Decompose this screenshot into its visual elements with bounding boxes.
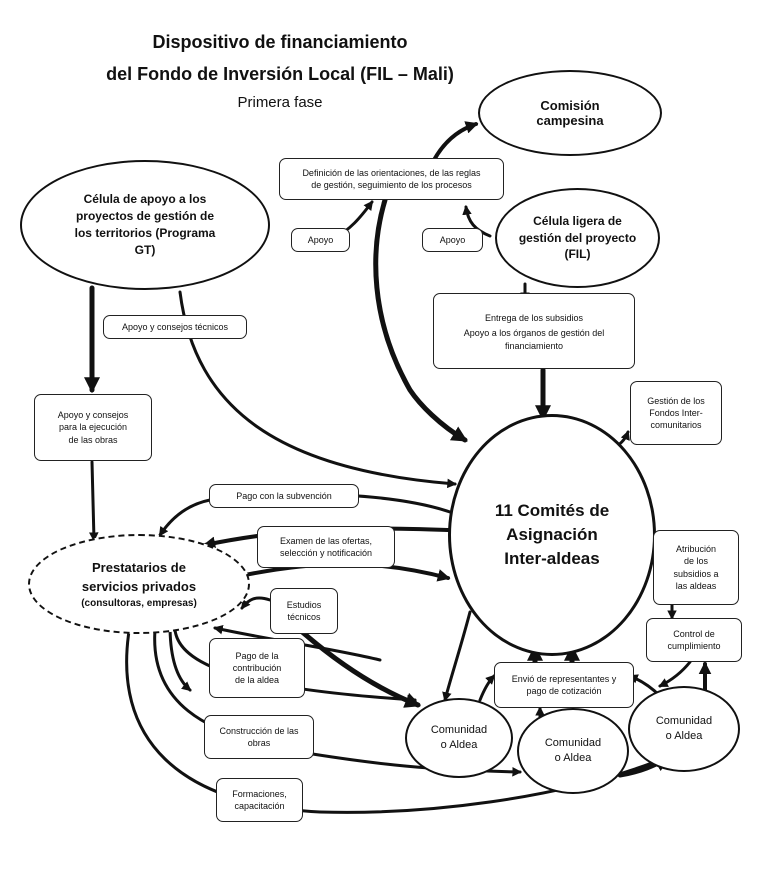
page-title-line2: del Fondo de Inversión Local (FIL – Mali… <box>106 64 454 84</box>
box-apoyo-left-label: Apoyo <box>307 234 334 245</box>
box-apoyo-tecnicos-label: Apoyo y consejos técnicos <box>121 321 229 332</box>
arrow-estudios-to-comunidad <box>297 627 421 708</box>
node-celula-apoyo-label: Célula de apoyo a los proyectos de gesti… <box>74 192 216 257</box>
box-atribucion-subsidios: Atribución de los subsidios a las aldeas <box>653 530 739 605</box>
box-construccion-obras: Construcción de las obras <box>204 715 314 759</box>
node-celula-ligera-label: Célula ligera de gestión del proyecto (F… <box>518 213 637 262</box>
arrow-definicion-to-comision <box>432 121 479 162</box>
box-entrega-label-2: Apoyo a los órganos de gestión del finan… <box>463 328 605 351</box>
box-apoyo-left: Apoyo <box>291 228 350 252</box>
page-title-line1: Dispositivo de financiamiento <box>152 32 408 52</box>
box-definicion-orientaciones: Definición de las orientaciones, de las … <box>279 158 504 200</box>
box-formaciones-label: Formaciones, capacitación <box>232 788 287 811</box>
box-pago-contribucion: Pago de la contribución de la aldea <box>209 638 305 698</box>
box-atribucion-label: Atribución de los subsidios a las aldeas <box>673 544 719 591</box>
node-comites-asignacion: 11 Comités de Asignación Inter-aldeas <box>448 414 656 656</box>
box-apoyo-consejos-tecnicos: Apoyo y consejos técnicos <box>103 315 247 339</box>
box-examen-ofertas-label: Examen de las ofertas, selección y notif… <box>279 535 373 558</box>
node-comunidad-2: Comunidad o Aldea <box>517 708 629 794</box>
node-comunidad-2-label: Comunidad o Aldea <box>544 736 602 764</box>
page-subtitle: Primera fase <box>237 94 323 111</box>
box-apoyo-right-label: Apoyo <box>439 234 466 245</box>
box-entrega-label-1: Entrega de los subsidios <box>484 313 584 324</box>
box-envio-representantes: Envió de representantes y pago de cotiza… <box>494 662 634 708</box>
arrow-prestatarios-to-construccion <box>168 623 192 692</box>
box-gestion-fondos: Gestión de los Fondos Inter- comunitario… <box>630 381 722 445</box>
box-construccion-label: Construcción de las obras <box>219 725 299 748</box>
arrow-control-to-comunidad <box>658 660 692 688</box>
box-apoyo-ejecucion-label: Apoyo y consejos para la ejecución de la… <box>57 410 129 445</box>
node-comunidad-1: Comunidad o Aldea <box>405 698 513 778</box>
box-entrega-subsidios: Entrega de los subsidios Apoyo a los órg… <box>433 293 635 369</box>
box-definicion-label: Definición de las orientaciones, de las … <box>302 167 481 190</box>
box-apoyo-right: Apoyo <box>422 228 483 252</box>
arrow-comunidad1-to-envio <box>478 674 496 702</box>
arrow-ejecucion-to-prestatarios <box>89 460 99 542</box>
arrow-ligera-to-definicion <box>462 205 492 238</box>
box-envio-label: Envió de representantes y pago de cotiza… <box>511 673 617 696</box>
box-pago-contribucion-label: Pago de la contribución de la aldea <box>232 650 282 686</box>
box-estudios-tecnicos: Estudios técnicos <box>270 588 338 634</box>
node-celula-ligera: Célula ligera de gestión del proyecto (F… <box>495 188 660 288</box>
node-comites-label: 11 Comités de Asignación Inter-aldeas <box>494 501 610 568</box>
node-comunidad-3-label: Comunidad o Aldea <box>655 714 713 742</box>
box-examen-ofertas: Examen de las ofertas, selección y notif… <box>257 526 395 568</box>
box-pago-subvencion: Pago con la subvención <box>209 484 359 508</box>
node-comision-campesina: Comisión campesina <box>478 70 662 156</box>
box-estudios-label: Estudios técnicos <box>286 599 322 622</box>
node-prestatarios: Prestatarios de servicios privados (cons… <box>28 534 250 634</box>
node-celula-apoyo: Célula de apoyo a los proyectos de gesti… <box>20 160 270 290</box>
node-comunidad-3: Comunidad o Aldea <box>628 686 740 772</box>
arrow-definicion-to-comites <box>373 197 468 443</box>
node-prestatarios-title: Prestatarios de servicios privados <box>81 560 197 594</box>
box-control-cumplimiento: Control de cumplimiento <box>646 618 742 662</box>
arrow-estudios-to-prestatarios <box>240 596 272 610</box>
arrow-comites-to-comunidad1 <box>442 610 472 702</box>
box-gestion-fondos-label: Gestión de los Fondos Inter- comunitario… <box>647 395 705 431</box>
box-control-label: Control de cumplimiento <box>667 628 721 651</box>
node-comunidad-1-label: Comunidad o Aldea <box>430 723 488 751</box>
box-formaciones: Formaciones, capacitación <box>216 778 303 822</box>
node-prestatarios-sub: (consultoras, empresas) <box>81 597 197 609</box>
box-apoyo-ejecucion: Apoyo y consejos para la ejecución de la… <box>34 394 152 461</box>
box-pago-subvencion-label: Pago con la subvención <box>236 490 332 501</box>
node-comision-label: Comisión campesina <box>536 98 604 128</box>
